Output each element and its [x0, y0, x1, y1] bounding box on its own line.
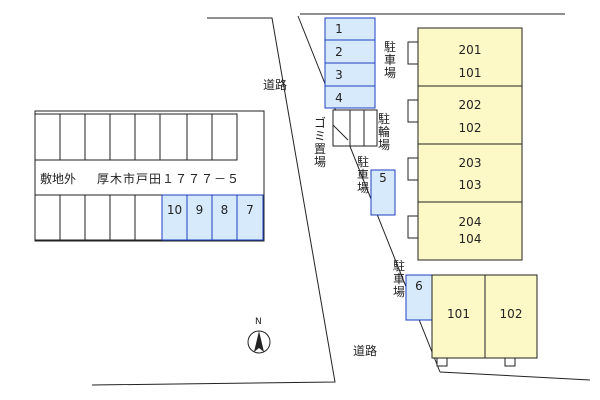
space-number-7: 7	[246, 203, 254, 217]
space-number-1: 1	[335, 22, 343, 36]
space-number-9: 9	[195, 203, 204, 217]
lot-bottom-row	[34, 194, 163, 241]
lot-top-stall	[59, 113, 86, 161]
lot-top-stall	[211, 113, 238, 161]
unit-201: 201	[458, 43, 482, 57]
space-number-5: 5	[379, 171, 387, 185]
lot-top-stall	[34, 113, 61, 161]
unit-102: 102	[458, 121, 482, 135]
parking-label-low: 駐車場	[392, 259, 405, 299]
road-label-bottom: 道路	[353, 344, 378, 358]
building-b	[431, 274, 538, 367]
building-b-unit-102: 102	[499, 307, 523, 321]
lot-top-stall	[159, 113, 188, 161]
parking-label-mid: 駐車場	[356, 155, 369, 195]
garbage-label: ゴミ置場	[313, 116, 326, 169]
unit-104: 104	[458, 232, 482, 246]
road-edge-bottom	[439, 371, 591, 381]
lot-top-row	[34, 113, 238, 161]
unit-202: 202	[458, 98, 482, 112]
address-label: 厚木市戸田１７７７－５	[97, 172, 241, 186]
lot-top-stall	[134, 113, 161, 161]
lot-top-stall	[84, 113, 111, 161]
parking-space-6	[405, 274, 433, 321]
lot-blue-stalls	[161, 194, 264, 241]
parking-space-5	[370, 169, 396, 216]
bike-area	[332, 109, 378, 147]
space-number-10: 10	[166, 203, 183, 217]
outside-lot-label: 敷地外	[40, 172, 77, 186]
lot-bottom-stall	[59, 194, 86, 241]
bike-parking-label: 駐輪場	[377, 112, 390, 152]
parking-label-top: 駐車場	[383, 40, 396, 80]
road-edge-left	[91, 17, 336, 386]
lot-bottom-stall	[109, 194, 136, 241]
lot-bottom-stall	[134, 194, 163, 241]
main-building	[407, 27, 523, 261]
space-number-2: 2	[335, 45, 343, 59]
unit-204: 204	[458, 215, 482, 229]
space-number-3: 3	[335, 68, 343, 82]
parking-column	[324, 17, 376, 109]
lot-bottom-stall	[84, 194, 111, 241]
unit-203: 203	[458, 156, 482, 170]
parking-space-9	[186, 194, 213, 241]
building-b-unit-101: 101	[447, 307, 470, 321]
unit-101: 101	[458, 66, 482, 80]
space-number-8: 8	[220, 203, 229, 217]
road-label-top: 道路	[263, 78, 288, 92]
north-arrow-icon	[247, 330, 271, 354]
parking-space-8	[211, 194, 238, 241]
parking-space-7	[236, 194, 264, 241]
unit-103: 103	[458, 178, 482, 192]
space-number-6: 6	[415, 279, 423, 293]
lot-top-stall	[109, 113, 136, 161]
space-number-4: 4	[335, 91, 343, 105]
lot-bottom-stall	[34, 194, 61, 241]
parking-space-10	[161, 194, 188, 241]
lot-top-stall	[186, 113, 213, 161]
north-label: N	[255, 317, 262, 327]
parking-space-4	[324, 85, 376, 109]
